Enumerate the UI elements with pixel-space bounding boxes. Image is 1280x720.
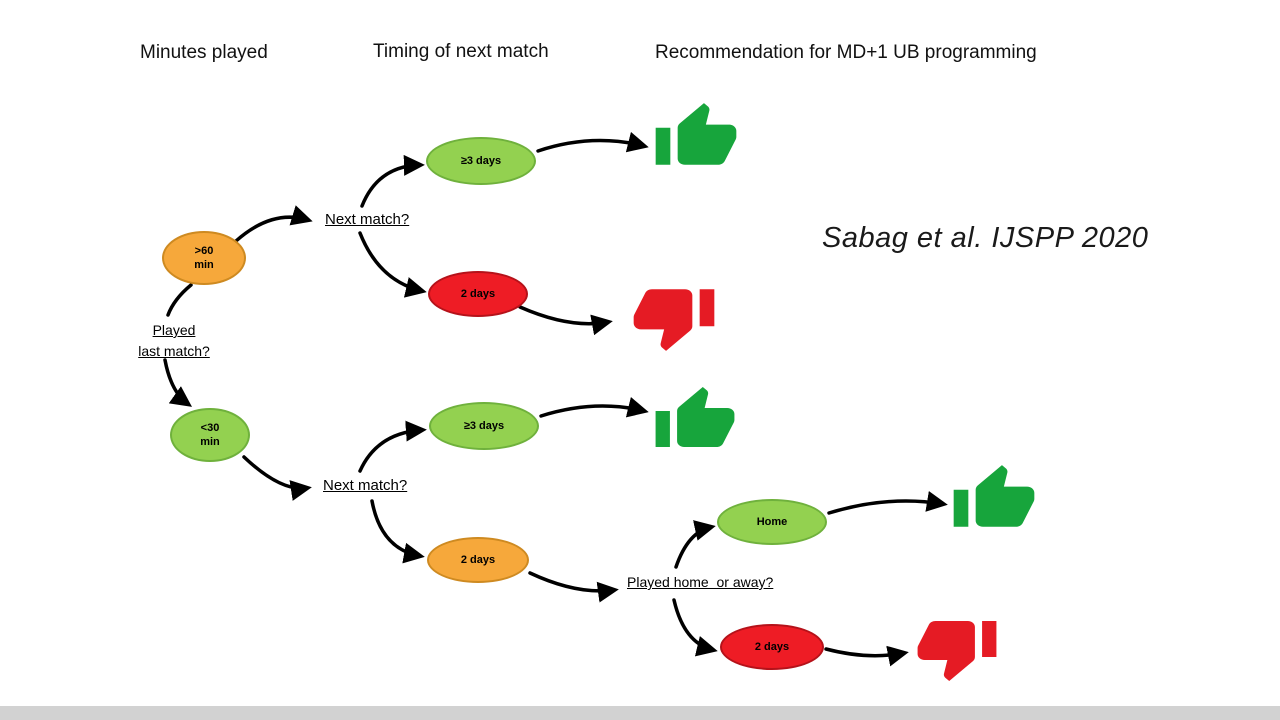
thumbs-up-icon xyxy=(655,103,737,165)
bottom-strip xyxy=(0,706,1280,720)
node-under-30-min: <30 min xyxy=(170,408,250,462)
arrow-ge3days-mid-to-thumbs-up xyxy=(539,396,649,418)
thumbs-up-icon xyxy=(953,465,1035,527)
node-ge3-days-mid: ≥3 days xyxy=(429,402,539,450)
arrow-played-last-match-to-under30 xyxy=(163,358,193,407)
thumbs-down-shape xyxy=(633,289,715,351)
thumbs-up-shape xyxy=(655,387,735,447)
thumbs-up-shape xyxy=(655,103,737,165)
thumbs-down-icon xyxy=(917,621,997,681)
header-minutes-played: Minutes played xyxy=(140,42,268,63)
arrow-home-to-thumbs-up xyxy=(827,491,948,515)
header-recommendation: Recommendation for MD+1 UB programming xyxy=(655,42,1037,63)
arrow-next-match-to-2days-mid xyxy=(370,499,425,564)
node-over-60-min-label: >60 min xyxy=(194,244,214,271)
node-2-days-bottom-label: 2 days xyxy=(754,640,790,653)
node-home-label: Home xyxy=(756,515,788,528)
arrow-next-match-to-2days-top xyxy=(358,231,427,298)
node-over-60-min: >60 min xyxy=(162,231,246,285)
thumbs-up-icon xyxy=(655,387,735,447)
connector-over60-to-played-last-match xyxy=(166,283,193,317)
node-2-days-top-label: 2 days xyxy=(460,287,496,300)
thumbs-down-icon xyxy=(633,289,715,351)
arrow-home-away-to-home xyxy=(674,520,716,569)
citation-text: Sabag et al. IJSPP 2020 xyxy=(822,222,1149,254)
node-ge3-days-top-label: ≥3 days xyxy=(460,154,502,167)
node-home: Home xyxy=(717,499,827,545)
label-played-home-or-away: Played home or away? xyxy=(627,574,774,590)
node-2-days-top: 2 days xyxy=(428,271,528,317)
node-2-days-bottom: 2 days xyxy=(720,624,824,670)
node-ge3-days-top: ≥3 days xyxy=(426,137,536,185)
arrow-under30-to-next-match xyxy=(242,455,312,501)
thumbs-down-shape xyxy=(917,621,997,681)
arrow-2days-mid-to-home-away xyxy=(528,571,619,603)
node-2-days-mid: 2 days xyxy=(427,537,529,583)
node-2-days-mid-label: 2 days xyxy=(460,553,496,566)
header-timing-next-match: Timing of next match xyxy=(373,41,549,62)
arrow-ge3days-top-to-thumbs-up xyxy=(536,131,649,153)
thumbs-up-shape xyxy=(953,465,1035,527)
label-next-match-top: Next match? xyxy=(325,211,410,228)
node-ge3-days-mid-label: ≥3 days xyxy=(463,419,505,432)
arrow-next-match-to-ge3days-top xyxy=(360,154,425,208)
arrow-2days-top-to-thumbs-down xyxy=(518,305,613,336)
arrow-next-match-to-ge3days-mid xyxy=(358,420,427,473)
label-played-last-match: Played last match? xyxy=(138,322,210,359)
arrow-home-away-to-2days-bottom xyxy=(672,598,718,657)
node-under-30-min-label: <30 min xyxy=(200,421,220,448)
label-next-match-bottom: Next match? xyxy=(323,477,408,494)
arrow-over60-to-next-match xyxy=(234,205,313,243)
arrow-2days-bottom-to-thumbs-down xyxy=(824,645,909,667)
